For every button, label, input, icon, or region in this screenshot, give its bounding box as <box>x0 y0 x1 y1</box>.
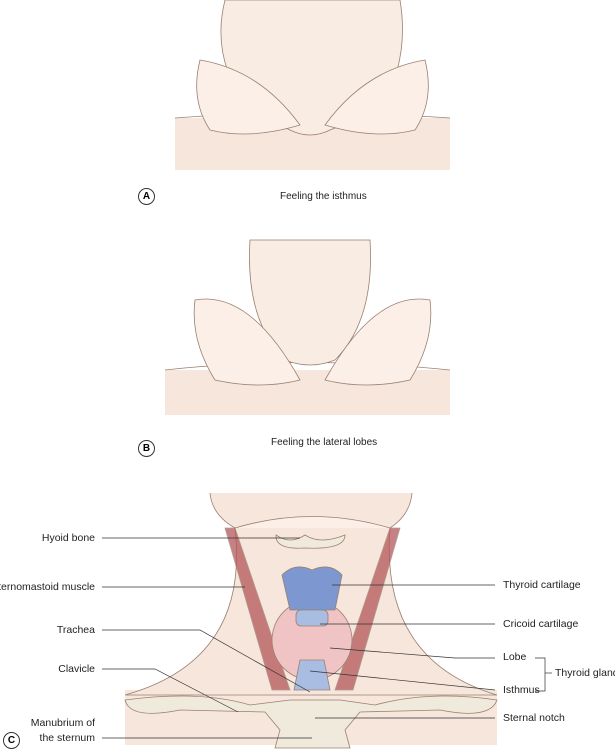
panel-a-illustration <box>174 0 451 170</box>
label-lobe: Lobe <box>503 651 527 663</box>
panel-a-caption: Feeling the isthmus <box>280 191 367 202</box>
panel-b-caption: Feeling the lateral lobes <box>271 437 378 448</box>
label-manubrium-1: Manubrium of <box>30 717 95 729</box>
panel-b-marker: B <box>138 440 155 457</box>
label-thyroid-gland: Thyroid gland <box>555 667 615 679</box>
label-sternal-notch: Sternal notch <box>503 712 565 724</box>
label-clavicle: Clavicle <box>58 663 95 675</box>
label-isthmus: Isthmus <box>503 684 540 696</box>
label-sternomastoid: Sternomastoid muscle <box>0 581 95 593</box>
label-manubrium-2: the sternum <box>39 732 95 744</box>
panel-b-illustration <box>164 239 451 415</box>
label-thyroid-cartilage: Thyroid cartilage <box>503 579 581 591</box>
leader-lines <box>102 537 552 739</box>
label-trachea: Trachea <box>56 624 95 636</box>
panel-a-marker: A <box>138 188 155 205</box>
label-cricoid-cartilage: Cricoid cartilage <box>503 618 579 630</box>
panel-c-marker: C <box>3 732 20 749</box>
label-hyoid-bone: Hyoid bone <box>41 532 95 544</box>
panel-c-illustration <box>124 492 498 749</box>
